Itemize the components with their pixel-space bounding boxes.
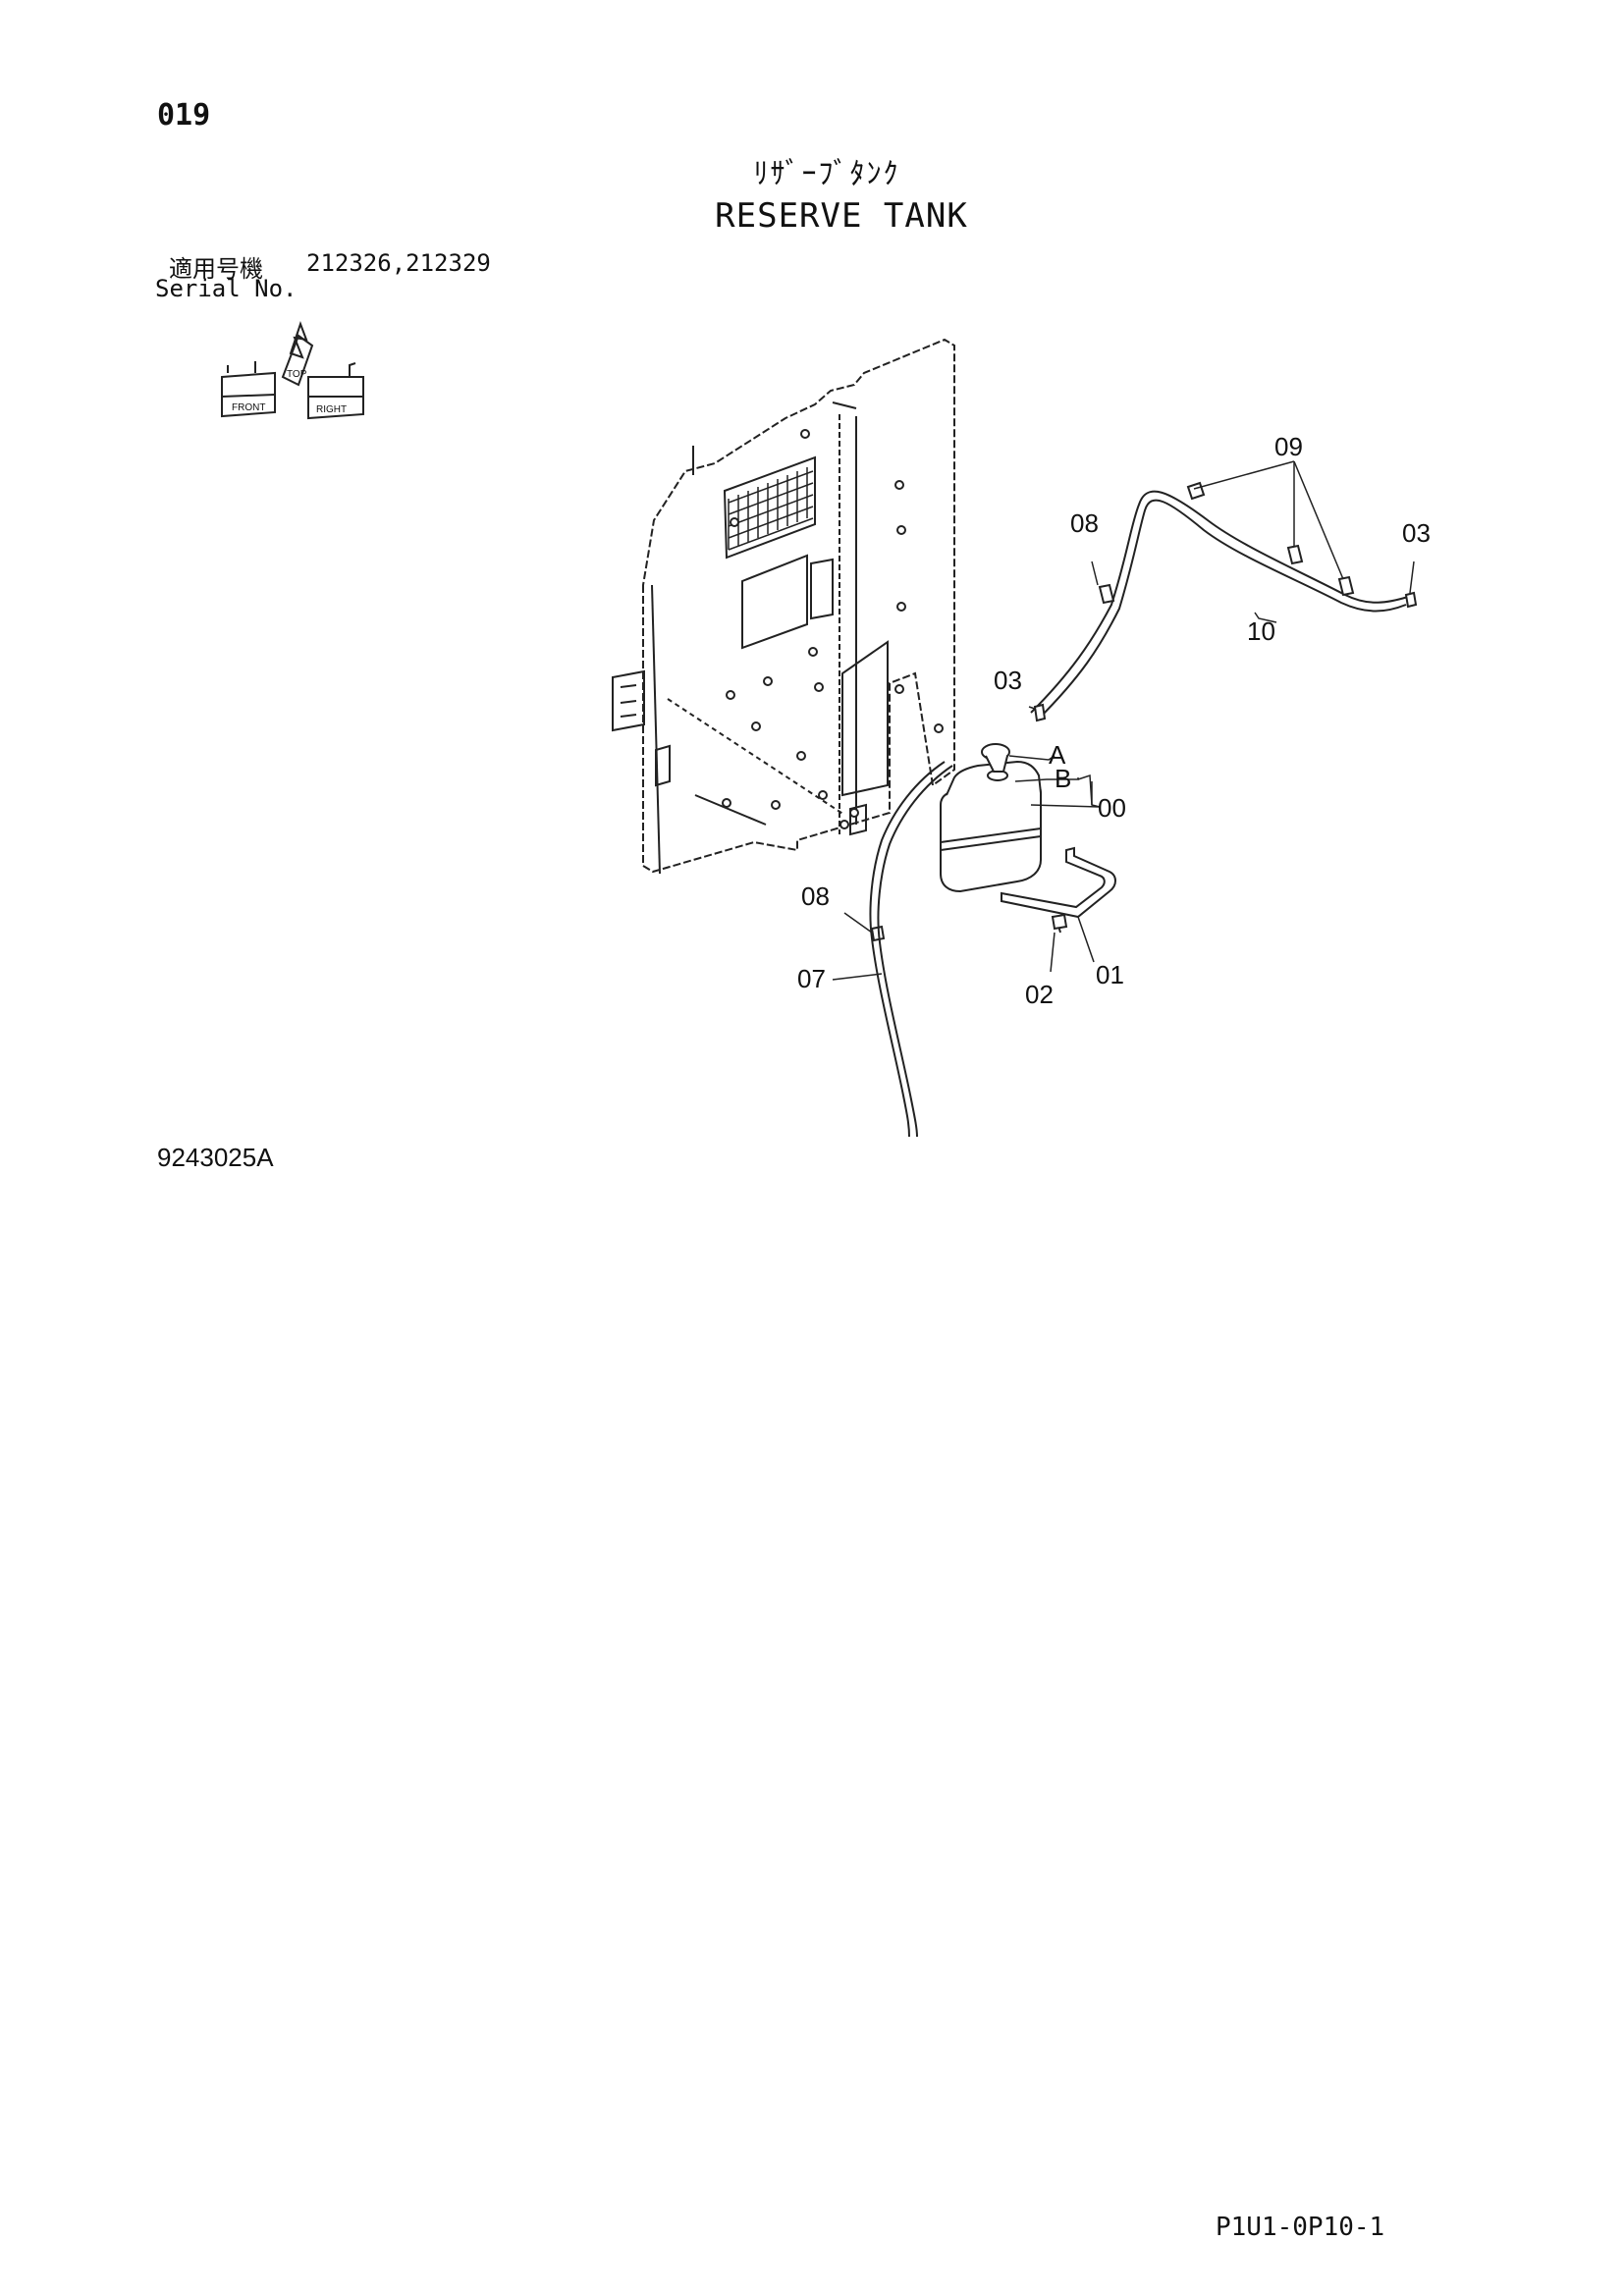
callout-01: 01: [1096, 960, 1124, 989]
page-title-japanese: ﾘｻﾞｰﾌﾞﾀﾝｸ: [753, 157, 900, 191]
serial-label-japanese: 適用号機: [169, 255, 263, 283]
mounting-panel: [612, 338, 955, 875]
orientation-icon: FRONT TOP RIGHT: [221, 321, 364, 420]
leader-lines: [832, 460, 1415, 981]
serial-numbers: 212326,212329: [306, 249, 491, 277]
bolt-icon: [870, 913, 1068, 942]
footer-code: P1U1-0P10-1: [1216, 2213, 1385, 2242]
callout-b: B: [1055, 764, 1071, 793]
callout-08-top: 08: [1070, 508, 1099, 538]
drawing-number: 9243025A: [157, 1143, 274, 1172]
callout-03-mid: 03: [994, 666, 1022, 695]
callout-03-right: 03: [1402, 518, 1431, 548]
hose-clamp-icon: [1033, 481, 1418, 722]
callout-07: 07: [797, 964, 826, 993]
callout-00: 00: [1098, 793, 1126, 823]
serial-label: Serial No.: [155, 275, 298, 302]
orientation-label-right: RIGHT: [316, 404, 347, 415]
reserve-tank: [940, 743, 1042, 893]
callout-09: 09: [1274, 432, 1303, 461]
panel-grille: [728, 467, 814, 551]
drain-hose: [869, 761, 953, 1138]
page-number: 019: [157, 98, 211, 133]
panel-bolts: [722, 429, 944, 829]
callout-a: A: [1049, 740, 1066, 770]
callout-02: 02: [1025, 980, 1054, 1009]
orientation-label-front: FRONT: [232, 402, 265, 413]
orientation-label-top: TOP: [287, 369, 307, 380]
page-title: RESERVE TANK: [715, 196, 968, 236]
callout-10: 10: [1247, 616, 1275, 646]
callout-08-low: 08: [801, 881, 830, 911]
